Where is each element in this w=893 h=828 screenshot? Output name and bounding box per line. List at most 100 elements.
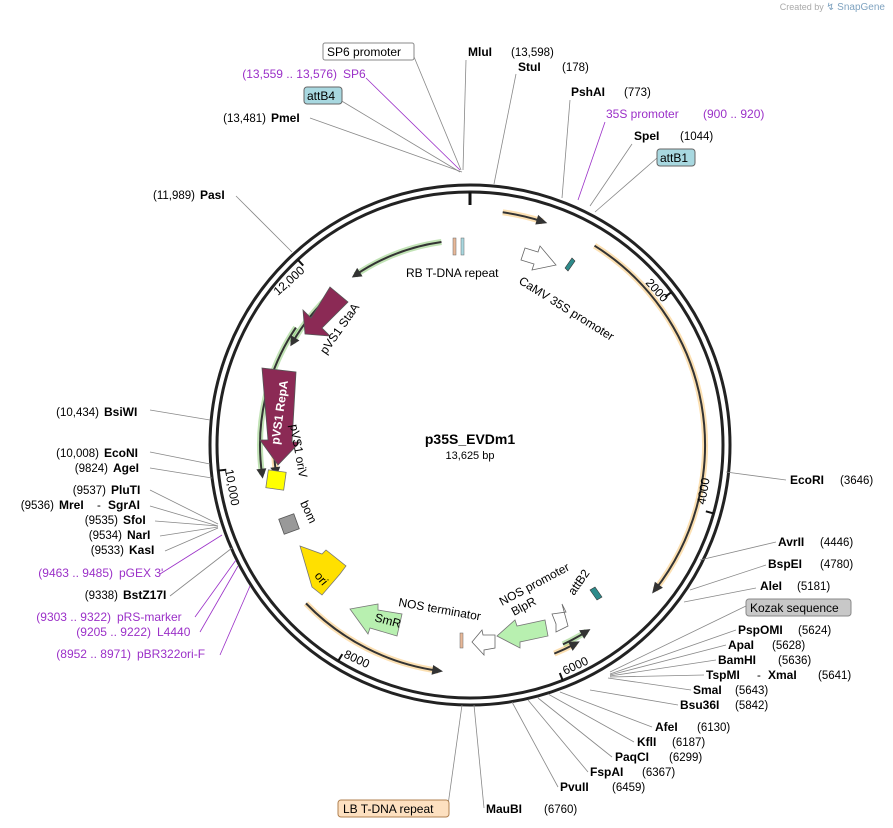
site-mrei-sgrai[interactable]: (9536)MreI-SgrAI <box>21 498 140 512</box>
site-name: PmeI <box>271 111 300 125</box>
leader-line-34 <box>589 689 679 706</box>
site-kfli[interactable]: KflI(6187) <box>637 735 705 749</box>
site-econi[interactable]: (10,008)EcoNI <box>56 446 138 460</box>
site-separator: - <box>97 500 101 512</box>
site-maubi[interactable]: MauBI (6760) <box>486 802 577 816</box>
site-kasi[interactable]: (9533)KasI <box>91 543 155 557</box>
site-apai[interactable]: ApaI(5628) <box>728 638 805 652</box>
primer-sp6[interactable]: (13,559 .. 13,576)SP6 <box>242 67 366 81</box>
pvs1-staa-arrow[interactable] <box>302 286 349 337</box>
arc-rb-region-head <box>535 214 548 225</box>
site-bstz17i[interactable]: (9338) BstZ17I <box>85 588 167 602</box>
site-fspai[interactable]: FspAI(6367) <box>590 765 675 779</box>
site-pmei[interactable]: (13,481)PmeI <box>223 111 300 125</box>
site-pvuii[interactable]: PvuII(6459) <box>560 780 645 794</box>
nos-promoter-arrow[interactable] <box>551 603 569 633</box>
primer-prs-marker[interactable]: (9303 .. 9322)pRS-marker <box>36 610 181 624</box>
nos-terminator-label: NOS terminator <box>397 595 482 623</box>
leader-line-35 <box>559 691 653 728</box>
site-bamhi[interactable]: BamHI(5636) <box>718 653 811 667</box>
primer-name: pGEX 3' <box>119 566 163 580</box>
site-afei[interactable]: AfeI(6130) <box>655 720 730 734</box>
attb1-label: attB1 <box>660 151 688 165</box>
arc-left-green-head <box>256 468 267 479</box>
site-pos: (5643) <box>735 685 768 697</box>
site-bspei[interactable]: BspEI(4780) <box>768 557 853 571</box>
leader-line-33 <box>607 677 692 691</box>
camv-35s-arrow[interactable] <box>520 245 557 271</box>
primer-pbr322ori-f[interactable]: (8952 .. 8971)pBR322ori-F <box>56 647 205 661</box>
attb4-box[interactable] <box>303 86 343 105</box>
site-bsu36i[interactable]: Bsu36I(5842) <box>680 698 768 712</box>
site-stui[interactable]: StuI(178) <box>518 60 589 74</box>
attb4-label: attB4 <box>307 89 335 103</box>
leader-line-19 <box>169 547 233 597</box>
primer-l4440[interactable]: (9205 .. 9222)L4440 <box>76 625 190 639</box>
site-name: AgeI <box>113 461 139 475</box>
site-sfoi[interactable]: (9535)SfoI <box>85 513 146 527</box>
ori-arrow[interactable] <box>299 545 347 596</box>
leader-line-9 <box>309 117 463 173</box>
site-name: SmaI <box>693 683 722 697</box>
pvs1-oriv-box[interactable] <box>265 469 287 491</box>
leader-line-27 <box>683 587 757 603</box>
plasmid-name: p35S_EVDm1 <box>425 431 515 447</box>
tick-3 <box>558 672 564 681</box>
snapgene-logo-icon: ↯ <box>826 2 835 13</box>
primer-35s[interactable]: 35S promoter(900 .. 920) <box>606 107 764 121</box>
site-agei[interactable]: (9824)AgeI <box>75 461 139 475</box>
site-spei[interactable]: SpeI(1044) <box>634 129 713 143</box>
backbone-outer <box>208 183 732 707</box>
site-pos: (6760) <box>544 804 577 816</box>
attb1-box[interactable] <box>656 148 696 167</box>
leader-line-31 <box>609 659 717 677</box>
pvs1-repa-arrow[interactable] <box>259 367 301 466</box>
sp6-promoter-box[interactable] <box>322 42 415 61</box>
site-pasi[interactable]: (11,989)PasI <box>153 188 225 202</box>
site-pos: (4446) <box>820 537 853 549</box>
site-pos: (9533) <box>91 545 124 557</box>
site-psppomi[interactable]: PspOMI(5624) <box>738 623 831 637</box>
smr-label: SmR <box>373 610 403 631</box>
bom-box[interactable] <box>278 513 300 535</box>
leader-line-14 <box>149 489 219 525</box>
site-mlui[interactable]: MluI(13,598) <box>468 45 554 59</box>
site-pos: (10,434) <box>56 407 99 419</box>
kozak-box[interactable] <box>745 598 852 617</box>
primer-name: pBR322ori-F <box>137 647 205 661</box>
site-bsiwi[interactable]: (10,434)BsiWI <box>56 405 137 419</box>
site-pos: (9338) <box>85 590 118 602</box>
site-pos: (5181) <box>797 581 830 593</box>
primer-pgex3[interactable]: (9463 .. 9485)pGEX 3' <box>38 566 163 580</box>
sp6-promoter-label: SP6 promoter <box>327 45 401 59</box>
site-name: MauBI <box>486 802 522 816</box>
snapgene-watermark: Created by ↯ SnapGene <box>780 2 885 13</box>
smr-arrow[interactable] <box>349 603 403 637</box>
site-nari[interactable]: (9534)NarI <box>89 528 151 542</box>
leader-line-37 <box>537 697 613 758</box>
site-name: BstZ17I <box>123 588 166 602</box>
site-ecori[interactable]: EcoRI(3646) <box>790 473 873 487</box>
site-avrii[interactable]: AvrII (4446) <box>778 535 853 549</box>
nos-terminator-arrow[interactable] <box>471 629 496 657</box>
blpr-arrow[interactable] <box>496 619 549 649</box>
site-pos: (9537) <box>73 485 106 497</box>
site-paqci[interactable]: PaqCI(6299) <box>615 750 702 764</box>
site-name: EcoRI <box>790 473 824 487</box>
leader-line-2 <box>493 73 517 185</box>
lb-tdna-box[interactable] <box>337 799 450 818</box>
site-pos: (5636) <box>778 655 811 667</box>
site-name: Bsu36I <box>680 698 719 712</box>
site-tspmi-xmai[interactable]: TspMI-XmaI(5641) <box>706 668 851 682</box>
site-pos: (1044) <box>680 131 713 143</box>
site-pluti[interactable]: (9537)PluTI <box>73 483 141 497</box>
leader-line-13 <box>149 467 213 479</box>
site-alei[interactable]: AleI(5181) <box>760 579 830 593</box>
watermark-brand: SnapGene <box>837 2 885 13</box>
site-pshai[interactable]: PshAI(773) <box>571 85 651 99</box>
site-pos: (6187) <box>672 737 705 749</box>
site-pos: (6299) <box>669 752 702 764</box>
site-smai[interactable]: SmaI (5643) <box>693 683 768 697</box>
site-name: AvrII <box>778 535 804 549</box>
